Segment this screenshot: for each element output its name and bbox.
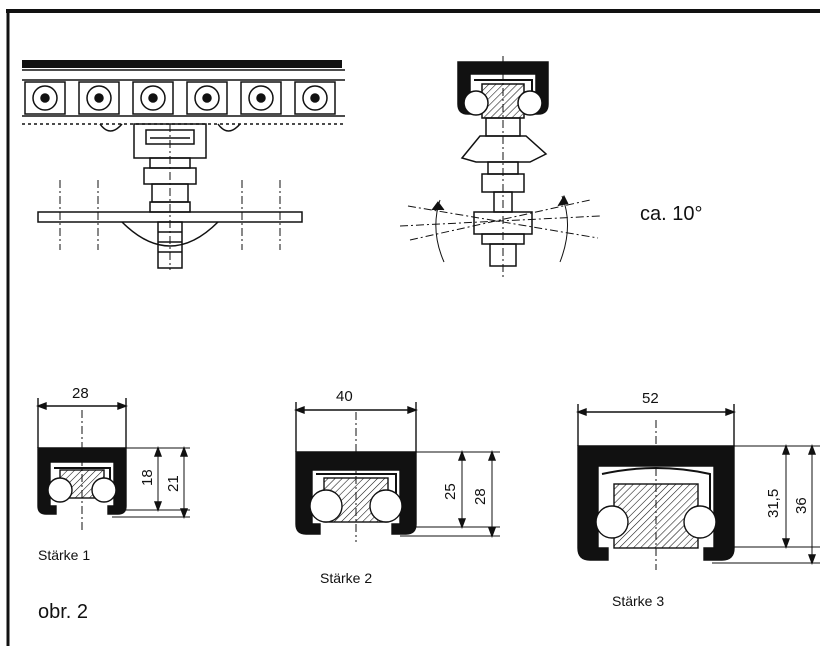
pendant-cross-section <box>399 56 601 280</box>
profile-1-inner-height: 18 <box>139 469 156 486</box>
profile-1-outer-height: 21 <box>165 475 182 492</box>
profile-1 <box>36 398 190 530</box>
profile-3 <box>576 404 820 570</box>
profile-3-caption: Stärke 3 <box>612 593 664 609</box>
profile-2-caption: Stärke 2 <box>320 570 372 586</box>
profile-3-width: 52 <box>642 390 659 407</box>
hanger-bracket <box>99 123 241 270</box>
swivel-angle-marks <box>399 194 601 263</box>
profile-1-width: 28 <box>72 385 89 402</box>
profile-2-outer-height: 28 <box>472 488 489 505</box>
profile-3-outer-height: 36 <box>793 497 810 514</box>
load-plate <box>37 180 303 269</box>
profile-2-width: 40 <box>336 388 353 405</box>
profile-2-inner-height: 25 <box>442 483 459 500</box>
figure-label: obr. 2 <box>38 601 88 623</box>
page-frame <box>6 9 820 646</box>
chain-rollers <box>24 81 336 115</box>
profile-1-caption: Stärke 1 <box>38 547 90 563</box>
profile-2 <box>294 402 500 542</box>
profile-3-inner-height: 31,5 <box>765 489 782 518</box>
angle-label: ca. 10° <box>640 203 702 225</box>
trolley-chain-side-view <box>22 60 345 270</box>
